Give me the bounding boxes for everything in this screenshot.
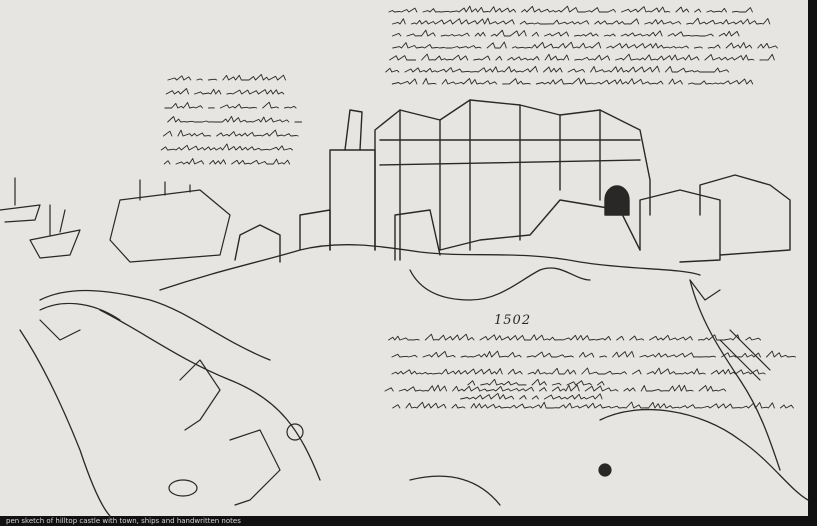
handwritten-notes — [160, 5, 797, 409]
handwriting-line — [168, 116, 308, 122]
ships — [0, 177, 231, 263]
scan-edge-bottom — [0, 516, 817, 526]
handwriting-line — [391, 77, 754, 85]
castle — [234, 99, 791, 263]
handwriting-line — [164, 101, 297, 109]
date-note: 1502 — [494, 313, 532, 328]
handwriting-line — [163, 129, 299, 137]
scan-edge-right — [808, 0, 817, 526]
handwriting-line — [168, 74, 292, 80]
handwriting-line — [468, 379, 610, 385]
handwriting-line — [166, 89, 290, 95]
handwriting-line — [392, 401, 794, 409]
handwriting-line — [391, 17, 771, 25]
sketch-subject-caption: pen sketch of hilltop castle with town, … — [6, 517, 241, 525]
handwriting-line — [460, 392, 603, 400]
handwriting-line — [160, 143, 293, 151]
handwriting-line — [392, 41, 778, 49]
foreground-figures — [39, 279, 771, 506]
handwriting-line — [388, 5, 753, 13]
handwriting-line — [391, 350, 797, 358]
handwriting-line — [392, 30, 745, 36]
handwriting-line — [391, 367, 766, 375]
handwriting-line — [385, 65, 730, 73]
handwriting-line — [163, 158, 291, 165]
handwriting-line — [384, 384, 727, 392]
handwriting-line — [389, 53, 775, 61]
handwriting-line — [388, 333, 762, 341]
hills — [19, 244, 809, 517]
